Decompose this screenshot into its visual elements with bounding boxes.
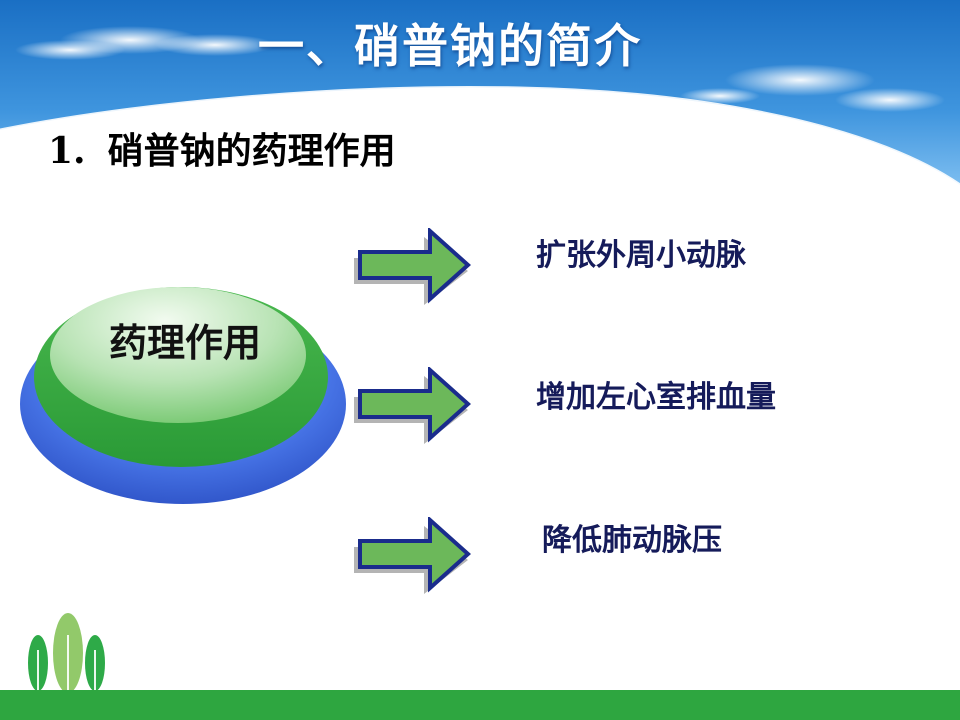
effect-label-2: 增加左心室排血量 <box>536 380 776 415</box>
arrow-right-icon <box>354 228 471 305</box>
center-label: 药理作用 <box>108 321 261 365</box>
header-sky-background <box>0 0 960 187</box>
arrow-right-icon <box>354 517 471 594</box>
footer-band <box>0 690 960 720</box>
tree-decoration-icon <box>28 613 105 695</box>
effect-label-1: 扩张外周小动脉 <box>536 238 746 273</box>
section-heading-text: 硝普钠的药理作用 <box>107 131 396 172</box>
section-heading: 1. 硝普钠的药理作用 <box>48 122 396 174</box>
arrow-right-icon <box>354 367 471 444</box>
effect-label-3: 降低肺动脉压 <box>542 523 722 558</box>
section-number: 1. <box>48 130 86 172</box>
center-button-graphic <box>20 287 346 504</box>
slide-title: 一、硝普钠的简介 <box>258 19 642 73</box>
